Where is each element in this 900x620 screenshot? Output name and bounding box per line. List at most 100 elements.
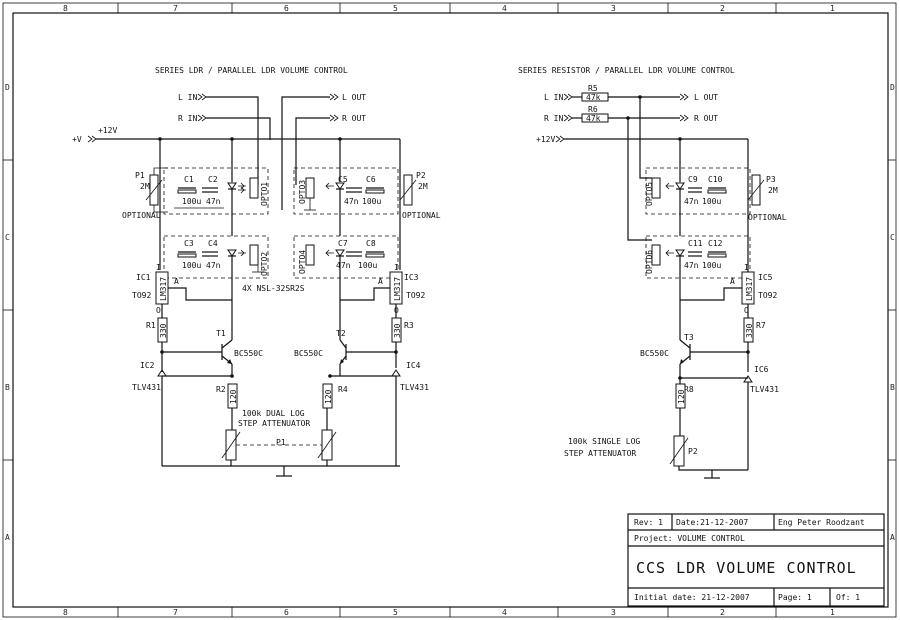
zone-bottom-1: 1: [830, 608, 835, 617]
zone-bottom-8: 8: [63, 608, 68, 617]
c12-value: 100u: [702, 261, 721, 270]
right-v12-arrow-icon: [555, 135, 565, 143]
c2-value: 47n: [206, 197, 221, 206]
ic1-pin-a: A: [174, 277, 179, 286]
opto2-group-outline: [163, 235, 269, 279]
t2-emitter-arrow-icon: [340, 359, 344, 364]
right-l-out-arrow-icon: [679, 93, 689, 101]
t3-type: BC550C: [640, 349, 669, 358]
title-block-page: Page: 1: [778, 593, 812, 602]
ic4-type: TLV431: [400, 383, 429, 392]
vplus-arrow-icon: [87, 135, 97, 143]
opto6-ldr-symbol: [651, 244, 661, 266]
zone-left-d: D: [5, 83, 10, 92]
right-r-in-arrow-icon: [563, 114, 573, 122]
r6-value: 47k: [586, 114, 601, 123]
c5-value: 47n: [344, 197, 359, 206]
ic4-label: IC4: [406, 361, 421, 370]
opto2-led-icon: [227, 249, 237, 257]
c3-value: 100u: [182, 261, 201, 270]
ic6-label: IC6: [754, 365, 769, 374]
att-line2: STEP ATTENUATOR: [238, 419, 310, 428]
zone-bottom-5: 5: [393, 608, 398, 617]
t3-label: T3: [684, 333, 694, 342]
p3-label: P3: [766, 175, 776, 184]
zone-top-4: 4: [502, 4, 507, 13]
r-in-arrow-icon: [197, 114, 207, 122]
opto6-led-icon: [675, 249, 685, 257]
title-block-rev: Rev: 1: [634, 518, 663, 527]
zone-bottom-6: 6: [284, 608, 289, 617]
opto2-ldr-symbol: [249, 244, 259, 266]
opto5-light-icon: [665, 182, 674, 190]
r7-value: 330: [745, 323, 754, 338]
r8-label: R8: [684, 385, 694, 394]
right-l-out-label: L OUT: [694, 93, 718, 102]
ic5-pin-a: A: [730, 277, 735, 286]
c10-cap-symbol: [707, 189, 727, 194]
ic1-pin-i: I: [156, 263, 161, 272]
p2-label: P2: [416, 171, 426, 180]
title-block-initial-date: Initial date: 21-12-2007: [634, 593, 750, 602]
l-in-arrow-icon: [197, 93, 207, 101]
r2-value: 120: [229, 389, 238, 404]
t2-type: BC550C: [294, 349, 323, 358]
r3-label: R3: [404, 321, 414, 330]
opto2-label: OPTO2: [260, 252, 269, 276]
t2-label: T2: [336, 329, 346, 338]
c9-value: 47n: [684, 197, 699, 206]
p2-value: 2M: [418, 182, 428, 191]
ic1-label: IC1: [136, 273, 151, 282]
zone-right-c: C: [890, 233, 895, 242]
zone-right-a: A: [890, 533, 895, 542]
opto4-led-icon: [335, 249, 345, 257]
left-l-in-label: L IN: [178, 93, 197, 102]
t1-label: T1: [216, 329, 226, 338]
t1-type: BC550C: [234, 349, 263, 358]
opto5-group-outline: [645, 167, 751, 215]
l-out-arrow-icon: [329, 93, 339, 101]
c8-cap-symbol: [365, 253, 385, 258]
opto4-group-outline: [293, 235, 399, 279]
right-r-in-label: R IN: [544, 114, 563, 123]
title-block-engineer: Eng Peter Roodzant: [778, 518, 865, 527]
left-circuit-title: SERIES LDR / PARALLEL LDR VOLUME CONTROL: [155, 66, 348, 75]
opto2-light-icon: [238, 249, 246, 257]
r8-value: 120: [677, 389, 686, 404]
left-v12-label: +12V: [98, 126, 117, 135]
p3-optional: OPTIONAL: [748, 213, 787, 222]
r1-value: 330: [159, 323, 168, 338]
c1-value: 100u: [182, 197, 201, 206]
zone-top-5: 5: [393, 4, 398, 13]
c8-value: 100u: [358, 261, 377, 270]
att-line1: 100k DUAL LOG: [242, 409, 305, 418]
p1-optional: OPTIONAL: [122, 211, 161, 220]
c2-label: C2: [208, 175, 218, 184]
right-r-out-arrow-icon: [679, 114, 689, 122]
ic5-pin-o: O: [744, 306, 749, 315]
ic1-package: TO92: [132, 291, 151, 300]
r4-value: 120: [324, 389, 333, 404]
ic2-type: TLV431: [132, 383, 161, 392]
right-l-in-arrow-icon: [563, 93, 573, 101]
zone-bottom-4: 4: [502, 608, 507, 617]
opto3-led-icon: [335, 182, 345, 190]
zone-left-a: A: [5, 533, 10, 542]
opto1-label: OPTO1: [260, 182, 269, 206]
ic4-tlv431-symbol: [391, 369, 401, 377]
zone-top-7: 7: [173, 4, 178, 13]
left-r-out-label: R OUT: [342, 114, 366, 123]
opto5-label: OPTO5: [645, 182, 654, 206]
r7-label: R7: [756, 321, 766, 330]
ic5-package: TO92: [758, 291, 777, 300]
c7-label: C7: [338, 239, 348, 248]
ic5-label: IC5: [758, 273, 773, 282]
ic3-package: TO92: [406, 291, 425, 300]
ic3-pin-i: I: [394, 263, 399, 272]
c7-value: 47n: [336, 261, 351, 270]
zone-top-2: 2: [720, 4, 725, 13]
c4-label: C4: [208, 239, 218, 248]
r4-label: R4: [338, 385, 348, 394]
zone-top-3: 3: [611, 4, 616, 13]
